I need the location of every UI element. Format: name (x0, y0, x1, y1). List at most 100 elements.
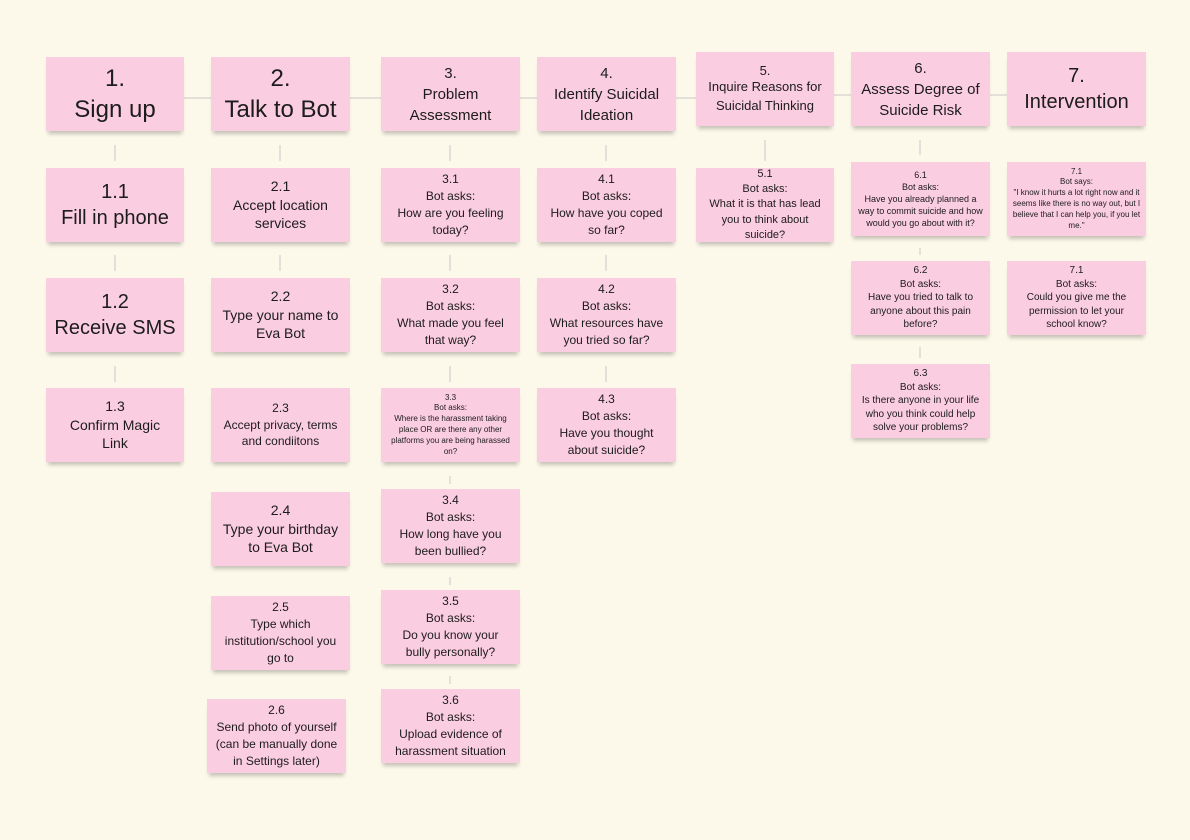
note-text: Could you give me the permission to let … (1026, 292, 1127, 331)
note-prefix: Bot asks: (1055, 278, 1098, 290)
note-prefix: Bot asks: (425, 611, 476, 626)
note-prefix: Bot asks: (425, 510, 476, 525)
header-note-identify-suicidal-ideation[interactable]: 4. Identify Suicidal Ideation (537, 57, 676, 131)
note-3-4[interactable]: 3.4 Bot asks: How long have you been bul… (381, 489, 520, 563)
note-2-1[interactable]: 2.1 Accept location services (211, 168, 350, 242)
note-5-1[interactable]: 5.1 Bot asks: What it is that has lead y… (696, 168, 834, 242)
note-number: 1.2 (101, 291, 129, 313)
note-prefix: Bot says: (1060, 177, 1093, 187)
header-number: 4. (600, 64, 613, 82)
note-7-1-bot-says[interactable]: 7.1 Bot says: "I know it hurts a lot rig… (1007, 162, 1146, 236)
note-text: Upload evidence of harassment situation (395, 727, 506, 758)
note-text: What it is that has lead you to think ab… (709, 198, 821, 242)
header-title: Identify Suicidal Ideation (553, 85, 660, 124)
header-number: 2. (270, 64, 291, 92)
note-number: 3.5 (442, 594, 459, 609)
note-number: 4.2 (598, 282, 615, 297)
note-text: Is there anyone in your life who you thi… (861, 395, 980, 434)
note-number: 1.3 (105, 397, 125, 414)
note-prefix: Bot asks: (581, 189, 632, 204)
note-text: Type which institution/school you go to (224, 617, 337, 665)
note-6-2[interactable]: 6.2 Bot asks: Have you tried to talk to … (851, 261, 990, 335)
note-prefix: Bot asks: (425, 299, 476, 314)
note-number: 7.1 (1070, 166, 1083, 176)
note-number: 2.3 (272, 400, 289, 415)
note-7-1-bot-asks[interactable]: 7.1 Bot asks: Could you give me the perm… (1007, 261, 1146, 335)
header-title: Talk to Bot (224, 96, 337, 123)
note-prefix: Bot asks: (581, 299, 632, 314)
note-number: 5.1 (757, 167, 773, 180)
note-2-6[interactable]: 2.6 Send photo of yourself (can be manua… (207, 699, 346, 773)
note-4-1[interactable]: 4.1 Bot asks: How have you coped so far? (537, 168, 676, 242)
header-note-problem-assessment[interactable]: 3. Problem Assessment (381, 57, 520, 131)
header-number: 1. (104, 64, 125, 92)
note-text: Send photo of yourself (can be manually … (215, 720, 338, 768)
note-1-1[interactable]: 1.1 Fill in phone (46, 168, 184, 242)
note-number: 7.1 (1069, 265, 1084, 277)
header-note-sign-up[interactable]: 1. Sign up (46, 57, 184, 131)
note-2-2[interactable]: 2.2 Type your name to Eva Bot (211, 278, 350, 352)
header-title: Inquire Reasons for Suicidal Thinking (708, 79, 822, 113)
note-number: 2.4 (270, 501, 291, 518)
note-prefix: Bot asks: (425, 189, 476, 204)
note-text: How are you feeling today? (397, 206, 504, 237)
header-number: 3. (444, 64, 457, 82)
note-text: Have you thought about suicide? (559, 426, 654, 457)
note-prefix: Bot asks: (742, 182, 788, 195)
note-number: 2.5 (272, 600, 289, 615)
note-3-2[interactable]: 3.2 Bot asks: What made you feel that wa… (381, 278, 520, 352)
note-text: Accept location services (233, 196, 328, 232)
note-number: 4.1 (598, 172, 615, 187)
header-note-intervention[interactable]: 7. Intervention (1007, 52, 1146, 126)
note-1-3[interactable]: 1.3 Confirm Magic Link (46, 388, 184, 462)
note-4-3[interactable]: 4.3 Bot asks: Have you thought about sui… (537, 388, 676, 462)
note-text: Have you already planned a way to commit… (858, 193, 983, 229)
note-3-1[interactable]: 3.1 Bot asks: How are you feeling today? (381, 168, 520, 242)
note-3-5[interactable]: 3.5 Bot asks: Do you know your bully per… (381, 590, 520, 664)
note-prefix: Bot asks: (899, 381, 942, 393)
note-number: 6.2 (913, 265, 928, 277)
note-text: Type your birthday to Eva Bot (222, 520, 339, 556)
note-2-5[interactable]: 2.5 Type which institution/school you go… (211, 596, 350, 670)
note-3-6[interactable]: 3.6 Bot asks: Upload evidence of harassm… (381, 689, 520, 763)
header-title: Assess Degree of Suicide Risk (861, 80, 980, 119)
note-1-2[interactable]: 1.2 Receive SMS (46, 278, 184, 352)
note-text: What made you feel that way? (397, 316, 504, 347)
header-number: 6. (914, 59, 927, 77)
note-number: 3.2 (442, 282, 459, 297)
note-text: Confirm Magic Link (69, 416, 161, 452)
header-note-inquire-reasons[interactable]: 5. Inquire Reasons for Suicidal Thinking (696, 52, 834, 126)
note-2-3[interactable]: 2.3 Accept privacy, terms and condiitons (211, 388, 350, 462)
note-prefix: Bot asks: (425, 710, 476, 725)
header-note-assess-risk[interactable]: 6. Assess Degree of Suicide Risk (851, 52, 990, 126)
note-number: 3.1 (442, 172, 459, 187)
note-number: 3.6 (442, 693, 459, 708)
note-text: Receive SMS (54, 317, 176, 339)
note-6-1[interactable]: 6.1 Bot asks: Have you already planned a… (851, 162, 990, 236)
note-prefix: Bot asks: (434, 403, 467, 413)
note-text: How have you coped so far? (550, 206, 663, 237)
note-text: Do you know your bully personally? (402, 628, 499, 659)
header-note-talk-to-bot[interactable]: 2. Talk to Bot (211, 57, 350, 131)
note-number: 3.3 (444, 392, 457, 402)
note-text: Accept privacy, terms and condiitons (223, 417, 338, 449)
note-prefix: Bot asks: (899, 278, 942, 290)
note-4-2[interactable]: 4.2 Bot asks: What resources have you tr… (537, 278, 676, 352)
note-text: How long have you been bullied? (399, 527, 502, 558)
header-number: 5. (759, 63, 771, 79)
note-3-3[interactable]: 3.3 Bot asks: Where is the harassment ta… (381, 388, 520, 462)
note-text: Where is the harassment taking place OR … (391, 414, 510, 456)
header-title: Problem Assessment (409, 85, 492, 124)
note-text: Have you tried to talk to anyone about t… (867, 292, 974, 331)
note-number: 1.1 (101, 181, 129, 203)
note-number: 2.2 (270, 287, 291, 304)
note-number: 3.4 (442, 493, 459, 508)
note-number: 6.1 (914, 169, 927, 180)
note-6-3[interactable]: 6.3 Bot asks: Is there anyone in your li… (851, 364, 990, 438)
note-prefix: Bot asks: (581, 409, 632, 424)
note-number: 6.3 (913, 368, 928, 380)
note-text: "I know it hurts a lot right now and it … (1012, 188, 1141, 230)
header-number: 7. (1068, 65, 1085, 87)
note-2-4[interactable]: 2.4 Type your birthday to Eva Bot (211, 492, 350, 566)
